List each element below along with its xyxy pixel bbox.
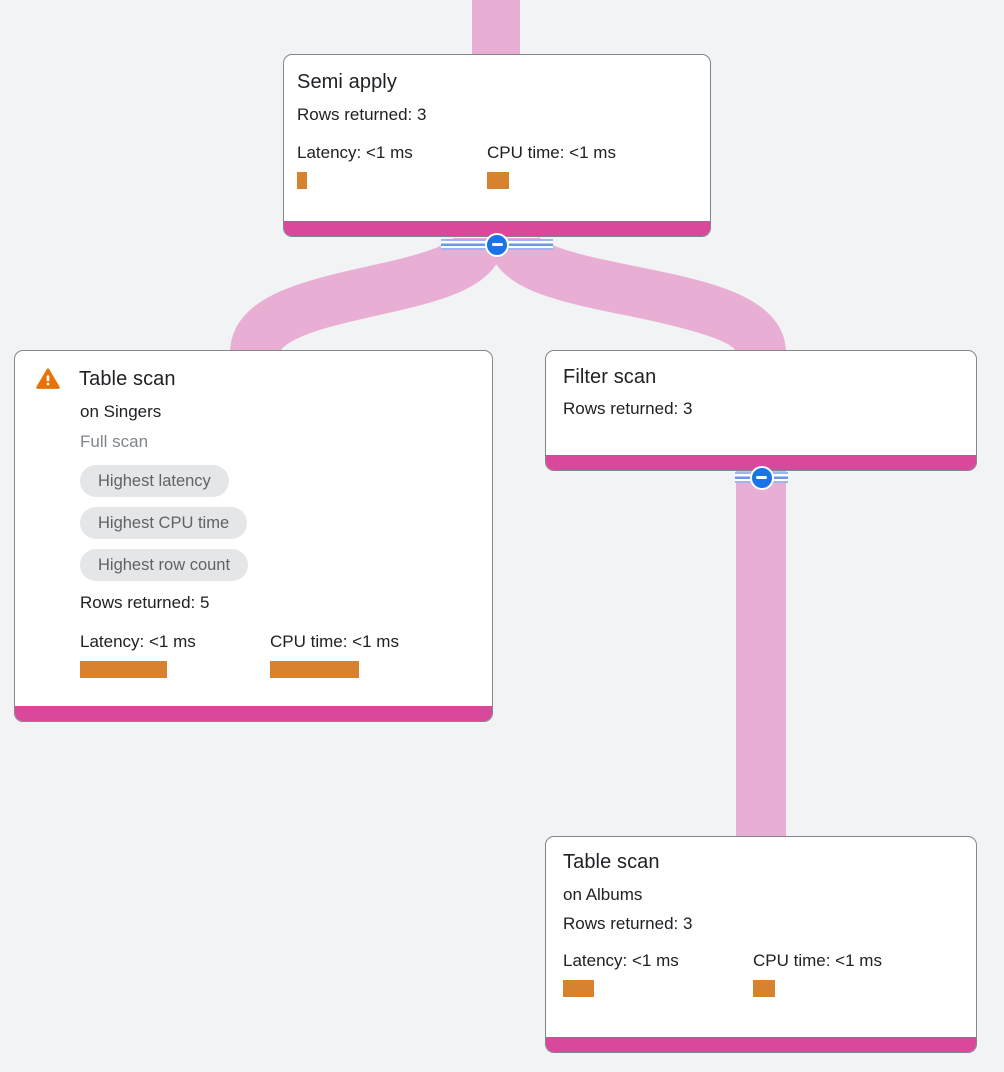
- cpu-time-bar: [270, 661, 359, 678]
- collapse-minus-icon[interactable]: [749, 465, 774, 490]
- node-accent-bar: [546, 455, 976, 470]
- cpu-time-bar: [753, 980, 775, 997]
- scan-target: on Albums: [563, 885, 643, 904]
- edge-semi-apply-to-table-scan-singers: [230, 233, 504, 358]
- badge-list: Highest latency Highest CPU time Highest…: [80, 465, 476, 581]
- node-filter-scan[interactable]: Filter scan Rows returned: 3: [545, 350, 977, 471]
- latency-label: Latency: <1 ms: [297, 143, 413, 162]
- latency-bar: [80, 661, 167, 678]
- metrics-row: Latency: <1 ms CPU time: <1 ms: [80, 631, 476, 678]
- scan-target: on Singers: [80, 402, 162, 421]
- latency-bar: [563, 980, 594, 997]
- rows-returned: Rows returned: 3: [563, 914, 693, 933]
- rows-returned: Rows returned: 5: [80, 593, 210, 612]
- cpu-time-label: CPU time: <1 ms: [270, 632, 399, 651]
- node-title: Semi apply: [297, 71, 397, 93]
- rows-returned: Rows returned: 3: [297, 105, 427, 124]
- node-accent-bar: [15, 706, 492, 721]
- node-accent-bar: [546, 1037, 976, 1052]
- collapse-minus-icon[interactable]: [485, 232, 509, 257]
- cpu-time-bar: [487, 172, 509, 189]
- node-title: Table scan: [563, 851, 660, 873]
- latency-bar: [297, 172, 307, 189]
- badge-highest-cpu-time: Highest CPU time: [80, 507, 248, 539]
- badge-highest-row-count: Highest row count: [80, 549, 249, 581]
- node-semi-apply[interactable]: Semi apply Rows returned: 3 Latency: <1 …: [283, 54, 711, 237]
- latency-label: Latency: <1 ms: [563, 951, 679, 970]
- badge-highest-latency: Highest latency: [80, 465, 229, 497]
- latency-label: Latency: <1 ms: [80, 632, 196, 651]
- collapse-button-semi-apply[interactable]: [441, 232, 553, 257]
- node-title: Table scan: [79, 368, 176, 390]
- metrics-row: Latency: <1 ms CPU time: <1 ms: [297, 142, 694, 189]
- edge-semi-apply-to-filter-scan: [488, 232, 786, 358]
- node-table-scan-albums[interactable]: Table scan on Albums Rows returned: 3 La…: [545, 836, 977, 1053]
- node-title: Filter scan: [563, 366, 657, 388]
- metrics-row: Latency: <1 ms CPU time: <1 ms: [563, 950, 960, 997]
- node-header: Table scan: [15, 351, 492, 392]
- rows-returned: Rows returned: 3: [563, 399, 693, 418]
- scan-mode: Full scan: [80, 432, 149, 451]
- cpu-time-label: CPU time: <1 ms: [753, 951, 882, 970]
- node-accent-bar: [284, 221, 710, 236]
- warning-triangle-icon: [36, 368, 60, 390]
- cpu-time-label: CPU time: <1 ms: [487, 143, 616, 162]
- collapse-button-filter-scan[interactable]: [735, 465, 788, 490]
- node-table-scan-singers[interactable]: Table scan on Singers Full scan Highest …: [14, 350, 493, 722]
